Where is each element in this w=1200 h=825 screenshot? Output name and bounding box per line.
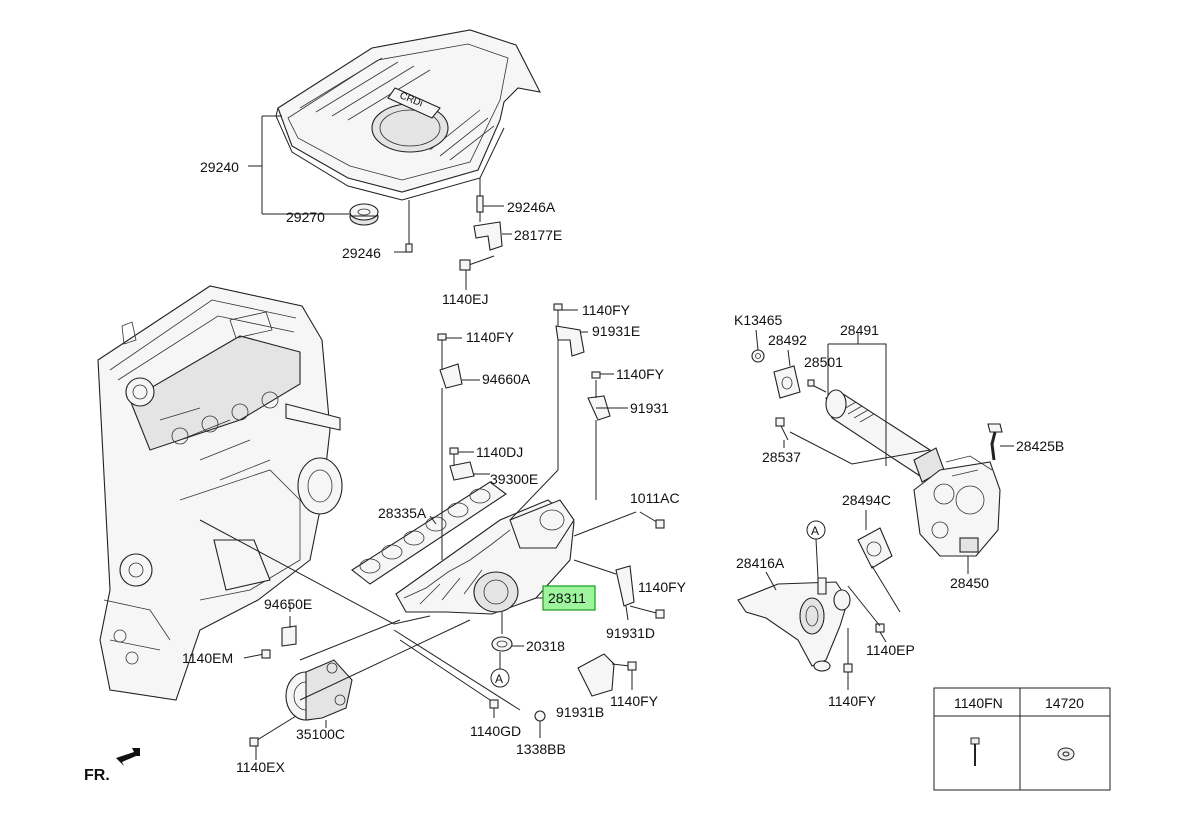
label-1140FY-f: 1140FY: [828, 693, 877, 709]
intake-manifold-28311[interactable]: [395, 499, 575, 615]
label-1140FY-c: 1140FY: [616, 366, 665, 382]
egr-valve-28450[interactable]: [913, 455, 1001, 557]
label-28311[interactable]: 28311: [548, 590, 586, 606]
engine-cover[interactable]: CRDi: [275, 29, 541, 201]
label-28450: 28450: [950, 575, 989, 591]
bolt-1140FY-91931E[interactable]: [553, 303, 563, 326]
egr-pipe-28491[interactable]: [825, 389, 945, 483]
gasket-28492[interactable]: [773, 365, 801, 399]
label-20318: 20318: [526, 638, 565, 654]
oring-20318[interactable]: [491, 636, 513, 652]
bolt-icon: [970, 737, 980, 766]
label-1140FY-a: 1140FY: [582, 302, 631, 318]
label-29240: 29240: [200, 159, 239, 175]
bracket-94650E[interactable]: [281, 625, 297, 647]
gasket-28335A[interactable]: [351, 481, 507, 585]
hose-28425B[interactable]: [987, 423, 1003, 461]
label-1140FY-e: 1140FY: [610, 693, 659, 709]
ref-circle-a-manifold: A: [490, 668, 510, 688]
bolt-1140EJ[interactable]: [459, 255, 495, 271]
legend-col2-label: 14720: [1045, 695, 1084, 711]
nut-icon: [1057, 747, 1075, 761]
label-29246A: 29246A: [507, 199, 556, 215]
label-1140EP: 1140EP: [866, 642, 915, 658]
stud-29246[interactable]: [405, 200, 413, 253]
bracket-28177E[interactable]: [473, 221, 503, 251]
bolt-1140EX[interactable]: [249, 715, 297, 747]
bracket-91931D[interactable]: [615, 565, 635, 607]
label-1140GD: 1140GD: [470, 723, 521, 739]
ref-a-egr-text: A: [811, 524, 819, 538]
bolt-1140GD[interactable]: [489, 699, 499, 709]
label-28425B: 28425B: [1016, 438, 1064, 454]
label-29270: 29270: [286, 209, 325, 225]
label-91931E: 91931E: [592, 323, 640, 339]
label-39300E: 39300E: [490, 471, 538, 487]
label-K13465: K13465: [734, 312, 782, 328]
front-arrow-icon: [116, 748, 140, 766]
bolt-1011AC[interactable]: [639, 511, 665, 529]
bolt-28537[interactable]: [775, 417, 789, 441]
label-1140EM: 1140EM: [182, 650, 233, 666]
label-28491: 28491: [840, 322, 879, 338]
label-1140FY-d: 1140FY: [638, 579, 687, 595]
bolt-1140DJ[interactable]: [449, 447, 459, 466]
gasket-28494C[interactable]: [857, 527, 893, 569]
label-1140EX: 1140EX: [236, 759, 285, 775]
front-indicator: FR.: [84, 748, 140, 784]
bolt-1140FY-91931[interactable]: [591, 371, 601, 398]
bolt-1140EM[interactable]: [243, 649, 271, 659]
label-1140EJ: 1140EJ: [442, 291, 488, 307]
egr-cooler-pipe-28416A[interactable]: [737, 577, 851, 672]
vacuum-pump-35100C[interactable]: [285, 659, 353, 721]
ref-circle-a-egr: A: [806, 520, 826, 540]
label-28494C: 28494C: [842, 492, 891, 508]
label-28335A: 28335A: [378, 505, 427, 521]
nut-K13465[interactable]: [751, 349, 765, 363]
label-91931D: 91931D: [606, 625, 655, 641]
bolt-1140FY-91931B[interactable]: [627, 661, 637, 671]
grommet-29270[interactable]: [349, 203, 379, 226]
label-91931B: 91931B: [556, 704, 604, 720]
stud-28501[interactable]: [807, 379, 827, 393]
legend-col1-label: 1140FN: [954, 695, 1003, 711]
bolt-1140FY-94660A[interactable]: [437, 333, 447, 370]
label-91931: 91931: [630, 400, 669, 416]
label-28537: 28537: [762, 449, 801, 465]
nut-1338BB[interactable]: [534, 710, 546, 722]
label-94660A: 94660A: [482, 371, 531, 387]
label-1011AC: 1011AC: [630, 490, 680, 506]
label-1338BB: 1338BB: [516, 741, 566, 757]
label-94650E: 94650E: [264, 596, 312, 612]
bracket-91931B[interactable]: [577, 653, 615, 697]
label-28416A: 28416A: [736, 555, 785, 571]
bracket-91931E[interactable]: [555, 325, 585, 357]
label-28177E: 28177E: [514, 227, 562, 243]
label-1140DJ: 1140DJ: [476, 444, 523, 460]
label-28501: 28501: [804, 354, 843, 370]
bolt-1140FY-egr[interactable]: [843, 628, 853, 673]
engine-block: [97, 285, 343, 701]
ref-a-manifold-text: A: [495, 672, 503, 686]
label-29246: 29246: [342, 245, 381, 261]
front-label: FR.: [84, 767, 110, 784]
bracket-94660A[interactable]: [439, 363, 463, 389]
stud-29246A[interactable]: [476, 178, 484, 222]
highlight-28311: [542, 585, 596, 611]
legend-table: 1140FN 14720: [933, 687, 1111, 791]
sensor-39300E[interactable]: [449, 461, 475, 481]
label-28492: 28492: [768, 332, 807, 348]
label-35100C: 35100C: [296, 726, 345, 742]
label-1140FY-b: 1140FY: [466, 329, 515, 345]
bolt-1140FY-91931D[interactable]: [655, 609, 665, 619]
bolt-1140EP[interactable]: [875, 623, 887, 643]
